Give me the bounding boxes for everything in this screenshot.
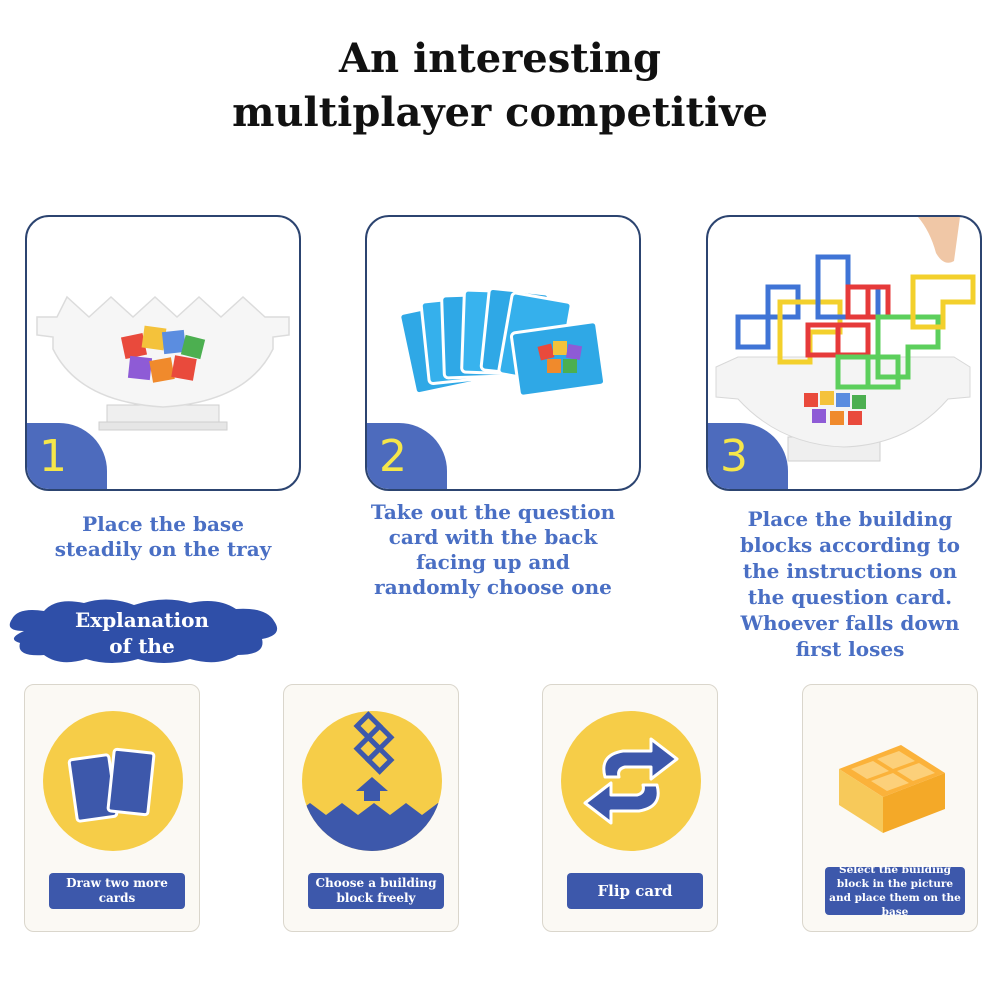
step-3-desc-line: first loses [795, 637, 905, 661]
step-2-desc-line: card with the back [388, 525, 598, 549]
card-choose-block-label: Choose a building block freely [308, 873, 444, 909]
page-title-line-1: An interesting [338, 35, 661, 82]
card-choose-block: Choose a building block freely [283, 684, 459, 932]
step-2-desc-line: facing up and [416, 550, 570, 574]
step-3-desc-line: blocks according to [739, 533, 961, 557]
stacked-blocks-illustration [715, 217, 976, 462]
page-title-line-2: multiplayer competitive [232, 89, 768, 136]
step-3-panel: 3 [706, 215, 982, 491]
step-1-desc-line: Place the base [82, 512, 244, 536]
card-select-block-label: Select the building block in the picture… [825, 864, 965, 918]
two-cards-icon [43, 711, 183, 851]
step-3-desc-line: the instructions on [742, 559, 958, 583]
card-draw-two: Draw two more cards [24, 684, 200, 932]
step-3-desc-line: Place the building [747, 507, 953, 531]
cloud-shape [9, 599, 278, 663]
step-3-desc-line: Whoever falls down [740, 611, 960, 635]
step-1-description: Place the base steadily on the tray [25, 512, 301, 562]
step-2-panel: 2 [365, 215, 641, 491]
block-arrow-icon [302, 711, 442, 851]
flip-arrows-icon [561, 711, 701, 851]
step-2-description: Take out the question card with the back… [355, 500, 631, 600]
step-2-desc-line: Take out the question [370, 500, 616, 524]
explanation-cloud: Explanation of the [4, 595, 280, 667]
question-cards-illustration [398, 286, 607, 398]
tetra-tower-logo [120, 325, 206, 383]
hand-shape [918, 217, 960, 263]
orange-block-icon [839, 745, 945, 833]
explanation-line-2: of the [109, 634, 175, 658]
card-logo [537, 341, 583, 373]
card-draw-two-label: Draw two more cards [49, 873, 185, 909]
card-flip: Flip card [542, 684, 718, 932]
step-3-description: Place the building blocks according to t… [712, 506, 988, 662]
step-3-number: 3 [720, 431, 748, 482]
card-select-block: Select the building block in the picture… [802, 684, 978, 932]
step-2-number: 2 [379, 431, 407, 482]
step-3-desc-line: the question card. [747, 585, 953, 609]
tray-base-illustration [36, 295, 290, 431]
step-1-panel: 1 [25, 215, 301, 491]
step-2-desc-line: randomly choose one [374, 575, 612, 599]
base-logo [804, 391, 866, 425]
step-1-number: 1 [39, 431, 67, 482]
card-flip-label: Flip card [567, 873, 703, 909]
explanation-line-1: Explanation [75, 608, 209, 632]
step-1-desc-line: steadily on the tray [54, 537, 272, 561]
